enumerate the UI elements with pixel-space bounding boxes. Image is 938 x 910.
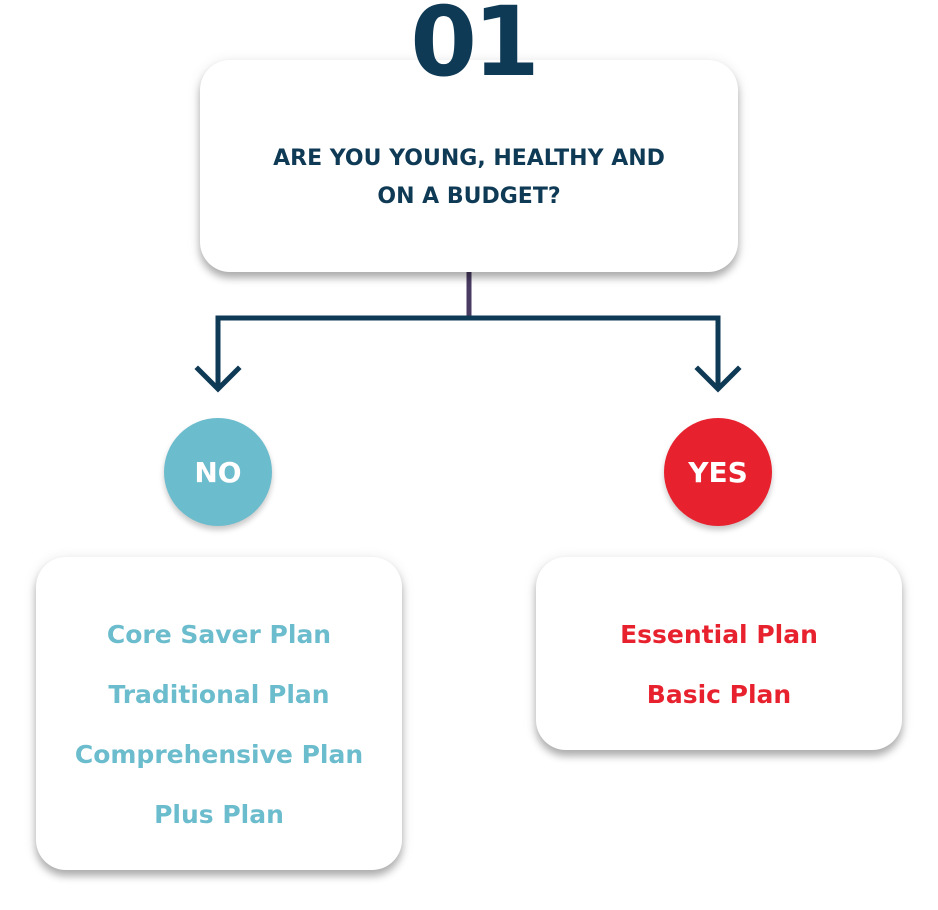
plan-item-traditional: Traditional Plan: [108, 680, 330, 709]
question-text: ARE YOU YOUNG, HEALTHY AND ON A BUDGET?: [273, 146, 665, 209]
step-number: 01: [410, 0, 540, 98]
no-circle: NO: [164, 418, 272, 526]
no-plans-card: Core Saver Plan Traditional Plan Compreh…: [36, 557, 402, 870]
plan-item-essential: Essential Plan: [620, 620, 818, 649]
yes-circle: YES: [664, 418, 772, 526]
plan-item-plus: Plus Plan: [154, 800, 284, 829]
plan-item-basic: Basic Plan: [646, 680, 792, 709]
plan-item-core-saver: Core Saver Plan: [106, 620, 332, 649]
arrow-head-no: [194, 365, 242, 393]
arrow-head-yes: [694, 365, 742, 393]
plan-item-comprehensive: Comprehensive Plan: [74, 740, 364, 769]
connector-crossbar: [215, 315, 721, 387]
question-card: ARE YOU YOUNG, HEALTHY AND ON A BUDGET?: [200, 60, 738, 272]
yes-plans-card: Essential Plan Basic Plan: [536, 557, 902, 750]
